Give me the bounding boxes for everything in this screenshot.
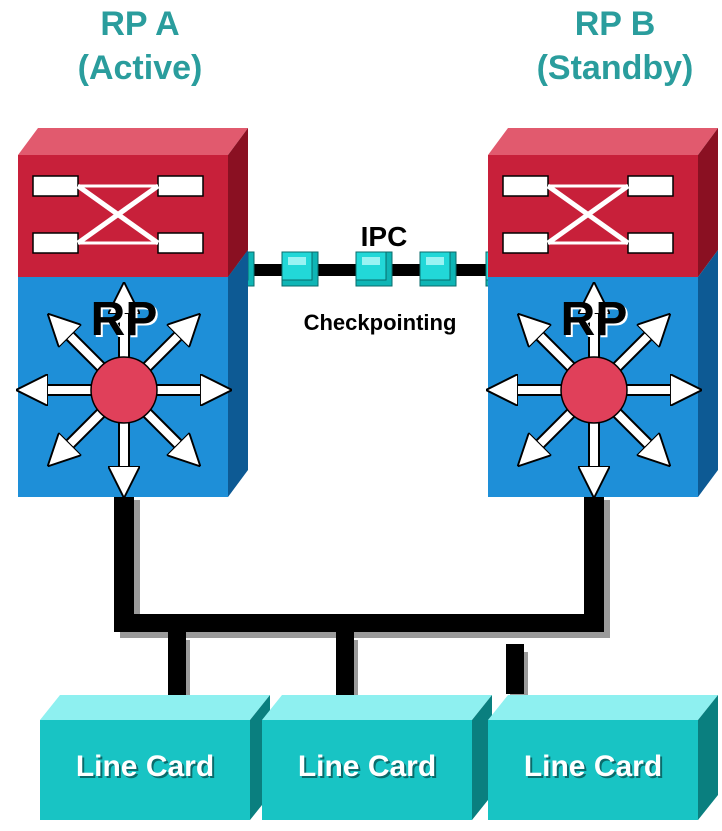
ipc-label: IPC	[361, 221, 408, 252]
router-hub	[560, 356, 628, 424]
switch-side	[228, 128, 248, 277]
ipc-bead	[281, 251, 319, 287]
router-hub	[90, 356, 158, 424]
rp-b-name: RP B	[574, 5, 656, 43]
router-side	[228, 250, 248, 497]
rp_b-rp-label: RP	[561, 293, 628, 346]
ipc-bead	[419, 251, 457, 287]
switch-side	[698, 128, 718, 277]
checkpointing-label: Checkpointing	[304, 310, 457, 335]
line-card-label: Line Card	[524, 750, 662, 783]
rp-b-state: (Standby)	[536, 49, 694, 87]
bus-wiring	[114, 494, 610, 700]
rp-a-title: RP A (Active)	[20, 2, 260, 90]
ipc-bead	[355, 251, 393, 287]
router-side	[698, 250, 718, 497]
rp_b-rp-label-shadow: RP	[563, 295, 630, 348]
rp_a-rp-label: RP	[91, 293, 158, 346]
rp_a-rp-label-shadow: RP	[93, 295, 160, 348]
rp-a-state: (Active)	[77, 49, 203, 87]
rp-a-name: RP A	[100, 5, 180, 43]
line-card-label-shadow: Line Card	[526, 752, 664, 785]
line-card-label-shadow: Line Card	[300, 752, 438, 785]
switch-top	[488, 128, 718, 155]
line-card-label-shadow: Line Card	[78, 752, 216, 785]
rp-b-title: RP B (Standby)	[495, 2, 722, 90]
switch-top	[18, 128, 248, 155]
ipc-link	[217, 251, 523, 287]
line-card-label: Line Card	[76, 750, 214, 783]
line-card-label: Line Card	[298, 750, 436, 783]
